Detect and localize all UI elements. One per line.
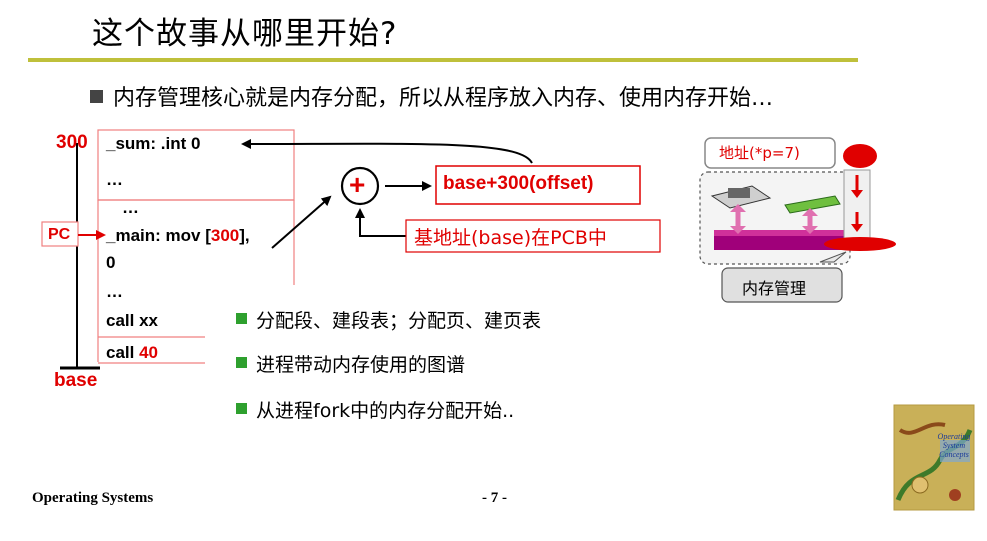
- book-title: Operating System Concepts: [934, 432, 974, 459]
- sub-bullet-3-text: 从进程fork中的内存分配开始..: [256, 400, 514, 422]
- mov-offset-value: 300: [211, 226, 239, 245]
- green-bullet-icon: [236, 357, 247, 368]
- main-mov-close: ],: [239, 226, 249, 245]
- sub-bullet-2: 进程带动内存使用的图谱: [236, 350, 465, 377]
- call-40-text: call: [106, 343, 139, 362]
- sub-bullet-2-text: 进程带动内存使用的图谱: [256, 354, 465, 376]
- mov-to-plus-arrow: [272, 197, 330, 248]
- sum-line: _sum: .int 0: [106, 134, 200, 154]
- zero-line: 0: [106, 253, 115, 273]
- red-dot-top: [843, 144, 877, 168]
- footer-course: Operating Systems: [32, 490, 153, 507]
- base-to-plus-arrow: [360, 210, 406, 236]
- sub-bullet-3: 从进程fork中的内存分配开始..: [236, 396, 514, 423]
- footer-page-number: - 7 -: [482, 490, 507, 507]
- call-40-value: 40: [139, 343, 158, 362]
- call-xx-line: call xx: [106, 311, 158, 331]
- result-text: base+300(offset): [443, 173, 593, 195]
- plus-sign: +: [349, 168, 365, 202]
- top-address-label: 300: [56, 132, 88, 154]
- ellipsis-line-1: …: [106, 170, 123, 190]
- green-bullet-icon: [236, 313, 247, 324]
- call-40-line: call 40: [106, 343, 158, 363]
- sub-bullet-1-text: 分配段、建段表；分配页、建页表: [256, 310, 541, 332]
- pc-label: PC: [48, 226, 70, 244]
- ellipsis-line-3: …: [106, 282, 123, 302]
- offset-to-sum-arrow: [243, 144, 532, 163]
- green-bullet-icon: [236, 403, 247, 414]
- mm-label: 内存管理: [742, 275, 806, 299]
- base-label: base: [54, 370, 97, 392]
- pointer-cylinder: [844, 170, 870, 240]
- red-disc: [824, 237, 896, 251]
- ellipsis-line-2: …: [122, 198, 139, 218]
- address-label: 地址(*p=7): [719, 142, 800, 163]
- base-note-text: 基地址(base)在PCB中: [414, 223, 607, 250]
- main-mov-line: _main: mov [300],: [106, 226, 250, 246]
- main-mov-text: _main: mov [: [106, 226, 211, 245]
- sub-bullet-1: 分配段、建段表；分配页、建页表: [236, 306, 541, 333]
